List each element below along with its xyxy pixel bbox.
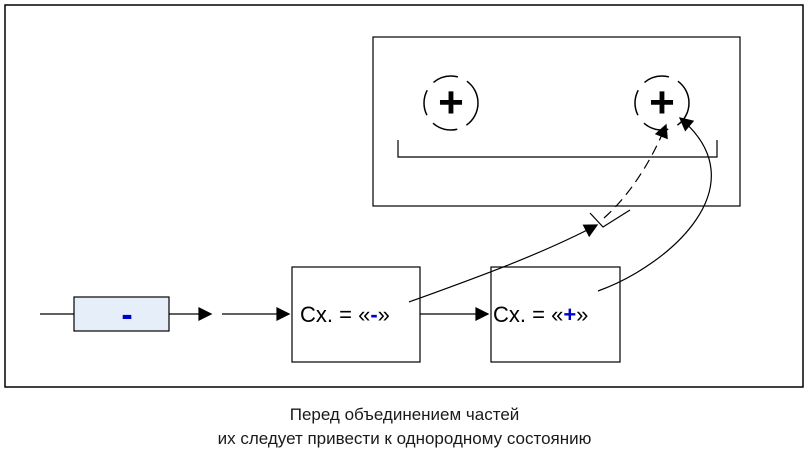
box-right-label: Сх. = «+» [493, 302, 588, 327]
dashed-arrow-to-plus [603, 123, 668, 219]
arrow-left-box-to-cross [408, 224, 599, 303]
minus-block: - [73, 296, 170, 334]
caption-line-2: их следует привести к однородному состоя… [217, 429, 592, 448]
caption-line-1: Перед объединением частей [289, 405, 520, 424]
box-right: Сх. = «+» [490, 266, 621, 363]
outer-frame [4, 4, 804, 388]
box-left: Сх. = «-» [291, 266, 421, 363]
plus-circle-right: + [634, 75, 690, 131]
minus-sign: - [121, 296, 132, 334]
plus-sign: + [438, 78, 464, 127]
arrow-right-box-to-plus [597, 117, 712, 292]
plus-sign: + [649, 78, 675, 127]
upper-box [372, 36, 741, 207]
box-left-label: Сх. = «-» [300, 302, 390, 327]
cross-tick [589, 209, 631, 228]
bracket-line [397, 140, 718, 158]
plus-circle-left: + [423, 75, 479, 131]
